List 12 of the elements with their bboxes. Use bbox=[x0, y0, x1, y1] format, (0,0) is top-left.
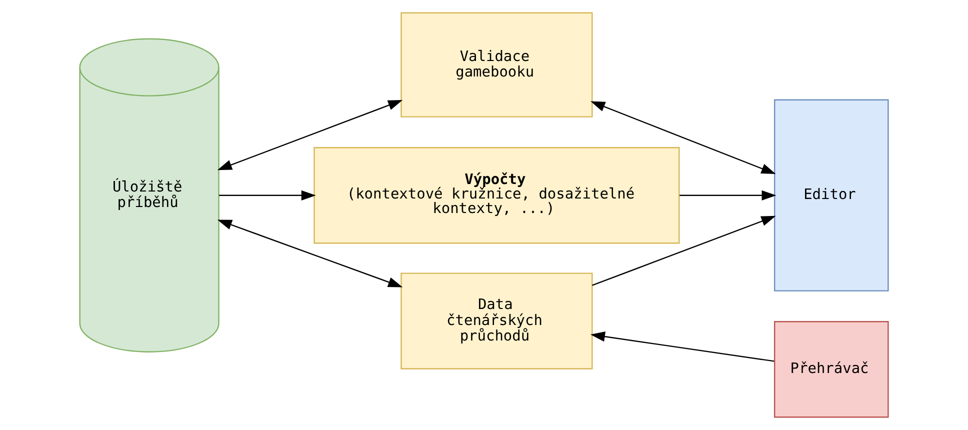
node-box: Data čtenářských průchodů bbox=[400, 272, 593, 370]
arrow bbox=[680, 190, 776, 200]
arrow bbox=[592, 216, 776, 286]
arrow bbox=[219, 190, 316, 200]
node-box: Výpočty (kontextové kružnice, dosažitelné kontexty, ...) bbox=[314, 147, 680, 244]
node-box: Přehrávač bbox=[774, 321, 889, 418]
node-box: Validace gamebooku bbox=[400, 12, 593, 118]
arrow bbox=[590, 332, 774, 362]
arrow bbox=[590, 101, 776, 174]
node-box: Editor bbox=[774, 99, 889, 292]
arrow bbox=[217, 100, 403, 170]
arrow bbox=[217, 220, 403, 288]
